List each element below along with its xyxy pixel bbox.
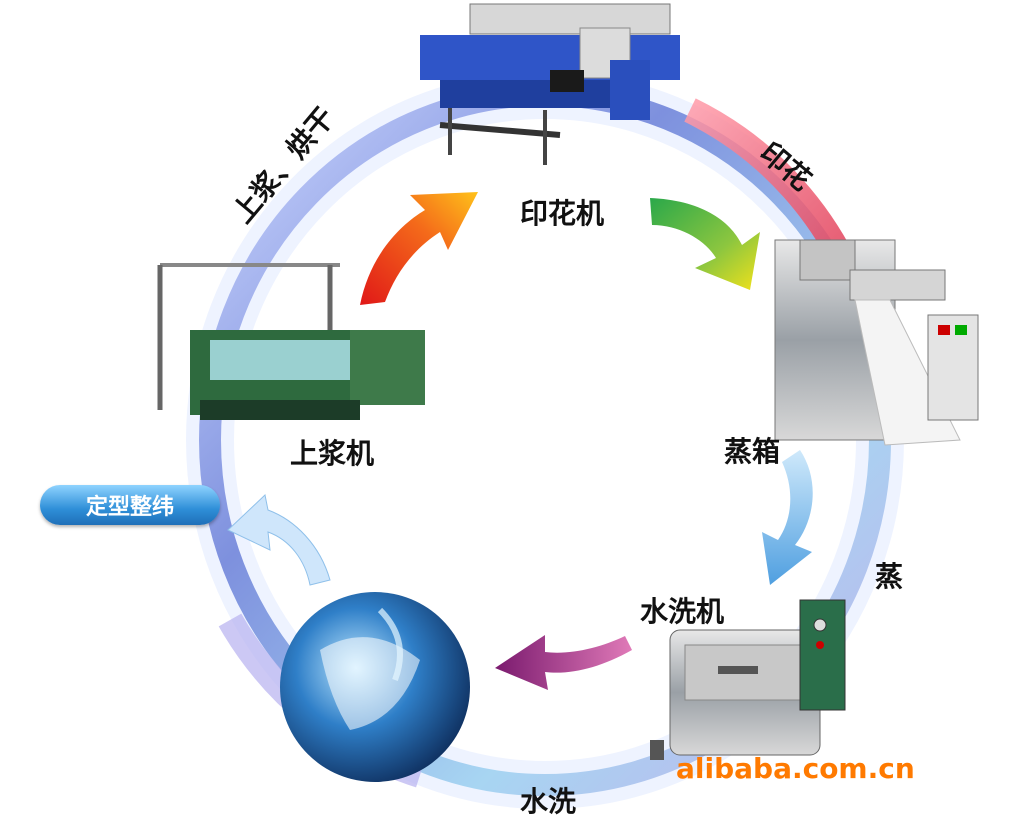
- water-globe-image: [280, 592, 470, 782]
- purple-arrow: [495, 635, 632, 690]
- watermark-text: alibaba.com.cn: [676, 752, 915, 785]
- printer-label: 印花机: [520, 197, 605, 230]
- steamer-label: 蒸箱: [724, 435, 781, 468]
- washer-machine-image: [650, 599, 846, 760]
- sizing-machine-image: [157, 263, 425, 420]
- blue-down-arrow: [762, 450, 813, 585]
- printer-machine-image: [420, 3, 680, 165]
- steamer-machine-image: [774, 239, 979, 446]
- washing-step-label: 水洗: [520, 785, 577, 818]
- washer-label: 水洗机: [640, 595, 725, 628]
- finishing-badge: 定型整纬: [40, 485, 220, 525]
- sizer-label: 上浆机: [290, 437, 375, 470]
- green-arrow: [650, 198, 760, 290]
- orange-arrow: [360, 192, 478, 305]
- light-blue-arrow: [227, 494, 331, 586]
- steaming-step-label: 蒸: [875, 560, 904, 593]
